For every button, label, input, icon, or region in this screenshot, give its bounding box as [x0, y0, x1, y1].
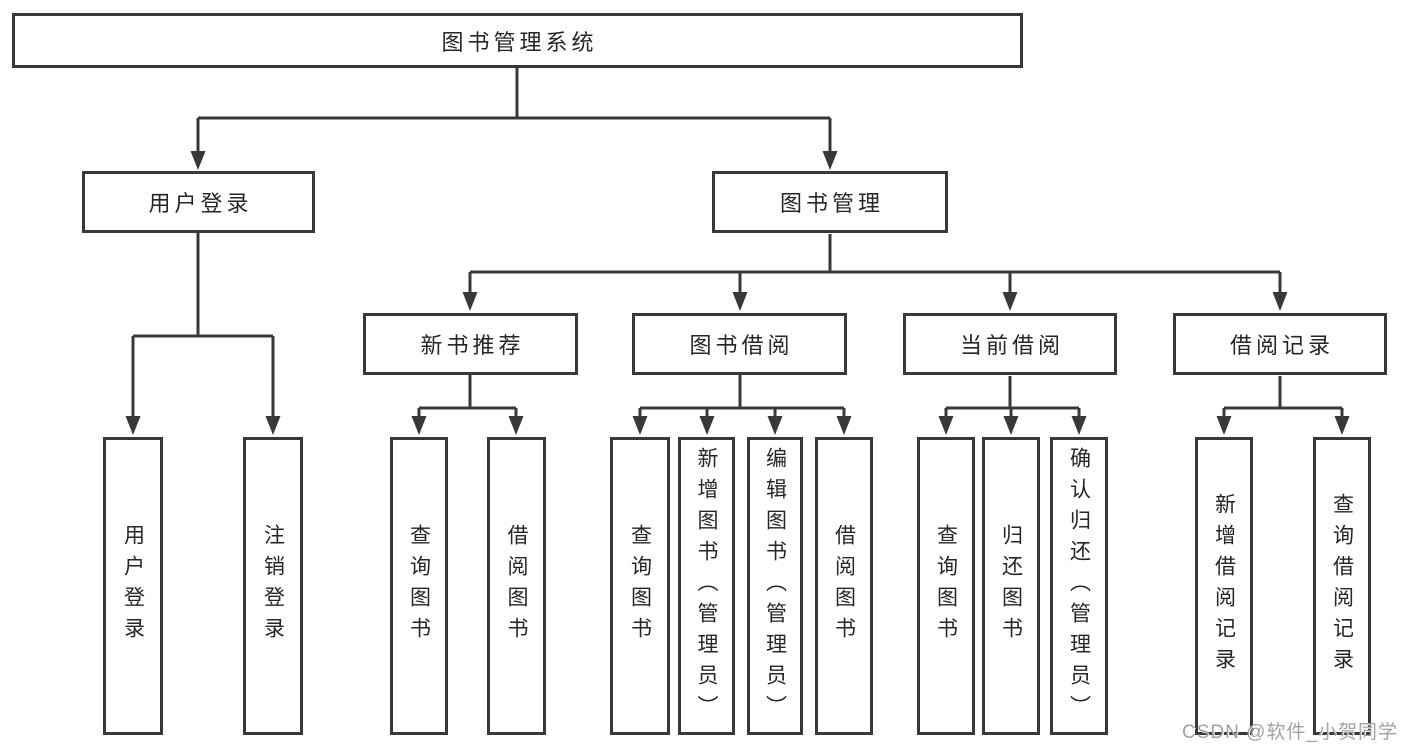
csdn-watermark: CSDN @软件_小贺同学	[1182, 722, 1398, 743]
node-label: 新书推荐	[420, 333, 525, 358]
leaf-borrow-book-recommend: 借阅图书	[487, 437, 546, 735]
leaf-query-book-recommend: 查询图书	[390, 437, 448, 735]
connector-user-login-to-children	[131, 232, 275, 421]
node-current-borrow: 当前借阅	[903, 313, 1117, 375]
leaf-user-login: 用户登录	[103, 437, 163, 735]
connector-book-management-to-modules	[468, 234, 1282, 297]
node-label: 借阅图书	[832, 524, 856, 648]
leaf-logout: 注销登录	[243, 437, 303, 735]
leaf-query-book-borrow: 查询图书	[610, 437, 670, 735]
node-label: 归还图书	[999, 524, 1023, 648]
leaf-borrow-book: 借阅图书	[815, 437, 873, 735]
node-user-login: 用户登录	[82, 171, 315, 233]
node-book-borrow: 图书借阅	[632, 313, 847, 375]
leaf-add-borrow-record: 新增借阅记录	[1195, 437, 1253, 735]
node-label: 新增图书（管理员）	[695, 446, 718, 726]
connector-root-to-level1	[196, 68, 832, 156]
node-library-management-system: 图书管理系统	[12, 13, 1023, 68]
node-label: 用户登录	[148, 191, 253, 216]
node-label: 当前借阅	[959, 333, 1064, 358]
node-label: 新增借阅记录	[1212, 493, 1236, 679]
connector-current-borrow-to-children	[944, 376, 1081, 421]
node-label: 查询图书	[934, 524, 958, 648]
leaf-edit-book-admin: 编辑图书（管理员）	[747, 437, 803, 735]
leaf-query-book-current: 查询图书	[917, 437, 975, 735]
leaf-return-book: 归还图书	[982, 437, 1040, 735]
node-label: 注销登录	[261, 524, 285, 648]
connector-new-book-to-children	[417, 375, 518, 421]
node-label: 借阅记录	[1229, 333, 1334, 358]
leaf-confirm-return-admin: 确认归还（管理员）	[1050, 437, 1108, 735]
node-label: 图书管理	[779, 191, 884, 216]
leaf-add-book-admin: 新增图书（管理员）	[678, 437, 735, 735]
node-label: 图书借阅	[689, 333, 794, 358]
node-label: 编辑图书（管理员）	[763, 446, 787, 726]
arrowheads	[125, 151, 1350, 435]
node-label: 借阅图书	[505, 524, 528, 648]
leaf-query-borrow-record: 查询借阅记录	[1313, 437, 1371, 735]
node-label: 图书管理系统	[441, 29, 598, 55]
node-label: 查询借阅记录	[1330, 493, 1354, 679]
node-label: 确认归还（管理员）	[1067, 446, 1091, 726]
node-label: 查询图书	[407, 524, 431, 648]
node-label: 查询图书	[628, 524, 652, 648]
connector-borrow-record-to-children	[1222, 376, 1344, 421]
node-new-book-recommend: 新书推荐	[363, 313, 578, 375]
node-borrow-record: 借阅记录	[1173, 313, 1387, 375]
connector-book-borrow-to-children	[638, 375, 846, 421]
node-book-management: 图书管理	[712, 171, 948, 233]
node-label: 用户登录	[121, 524, 145, 648]
